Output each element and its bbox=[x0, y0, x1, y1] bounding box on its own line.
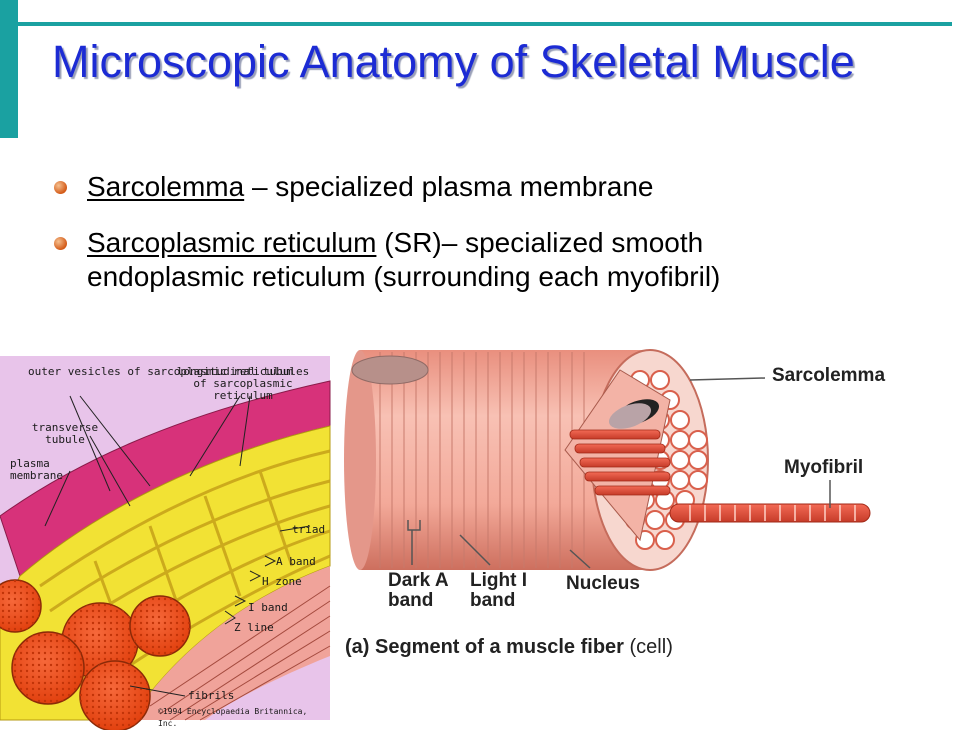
label-fibrils: fibrils bbox=[188, 689, 235, 702]
label-sarcolemma: Sarcolemma bbox=[772, 365, 886, 386]
figure-caption: (a) Segment of a muscle fiber (cell) bbox=[345, 636, 673, 659]
label-outer-vesicles: outer vesicles of sarcoplasmic reticulum bbox=[28, 365, 293, 378]
label-dark-a-band: Dark A band bbox=[388, 570, 448, 611]
bullet-text: (SR)– specialized smooth endoplasmic ret… bbox=[87, 227, 721, 292]
sr-illustration: outer vesicles of sarcoplasmic reticulum… bbox=[0, 356, 331, 730]
sr-illustration-drawing bbox=[0, 380, 331, 730]
label-nucleus: Nucleus bbox=[566, 573, 640, 594]
bullet-term: Sarcoplasmic reticulum bbox=[87, 227, 377, 258]
accent-bar bbox=[0, 0, 18, 138]
caption-bold: (a) Segment of a muscle fiber bbox=[345, 636, 624, 658]
caption-normal: (cell) bbox=[623, 636, 673, 658]
label-myofibril: Myofibril bbox=[784, 457, 864, 478]
label-i-band: I band bbox=[248, 601, 288, 614]
bullet-term: Sarcolemma bbox=[87, 171, 245, 202]
slide-title: Microscopic Anatomy of Skeletal Muscle bbox=[52, 36, 855, 87]
label-triad: triad bbox=[292, 523, 326, 536]
label-transverse-tubule: transverse tubule bbox=[31, 421, 99, 446]
label-a-band: A band bbox=[276, 555, 316, 568]
bullet-list: Sarcolemma – specialized plasma membrane… bbox=[50, 170, 850, 316]
muscle-fiber-illustration: Sarcolemma Myofibril Dark A band Light I… bbox=[340, 340, 960, 720]
muscle-fiber-drawing bbox=[344, 349, 871, 571]
label-z-line: Z line bbox=[234, 621, 274, 634]
label-h-zone: H zone bbox=[262, 575, 302, 588]
bullet-text: – specialized plasma membrane bbox=[244, 171, 654, 202]
copyright-text: ©1994 Encyclopaedia Britannica, Inc. bbox=[158, 707, 308, 728]
label-plasma-membrane: plasma membrane bbox=[10, 457, 63, 482]
label-light-i-band: Light I band bbox=[470, 570, 527, 611]
bullet-dot-icon bbox=[54, 181, 67, 194]
bullet-sarcoplasmic-reticulum: Sarcoplasmic reticulum (SR)– specialized… bbox=[50, 226, 850, 294]
bullet-sarcolemma: Sarcolemma – specialized plasma membrane bbox=[50, 170, 850, 204]
top-rule bbox=[18, 22, 952, 26]
label-longitudinal-tubules: longitudinal tubules of sarcoplasmic ret… bbox=[176, 365, 310, 402]
bullet-dot-icon bbox=[54, 237, 67, 250]
